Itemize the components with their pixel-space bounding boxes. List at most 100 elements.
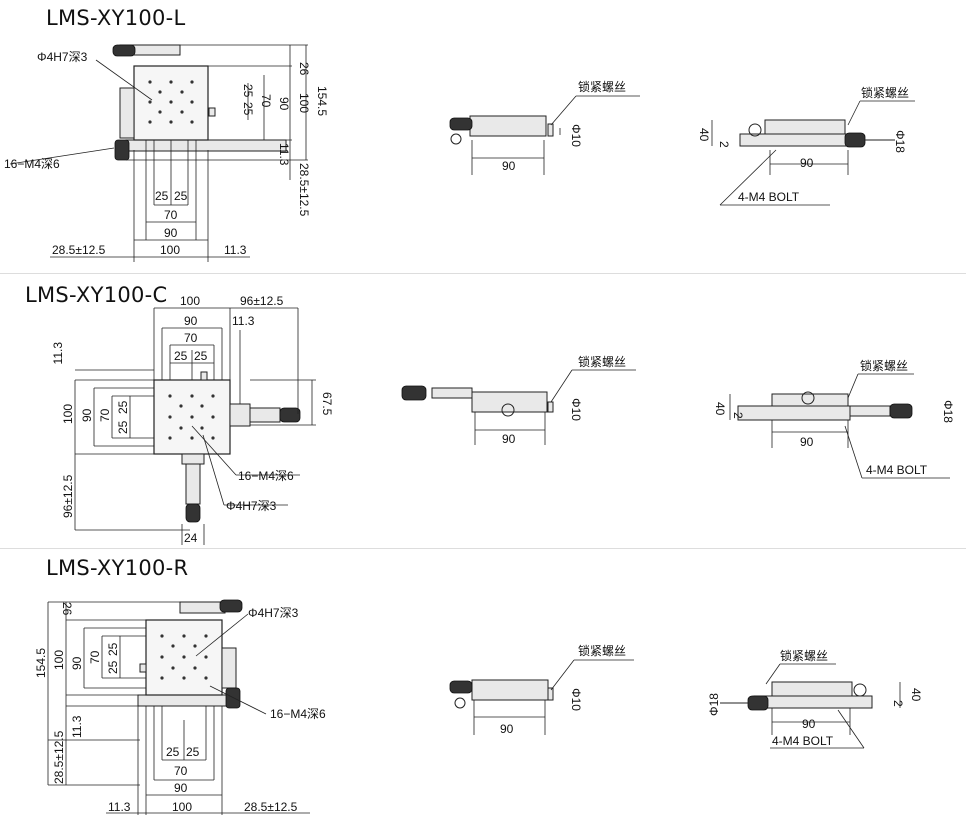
dim-left-25b: 25: [116, 420, 130, 434]
dim-left-90: 90: [80, 408, 94, 422]
micrometer-knob: [279, 407, 301, 423]
section-title-r: LMS-XY100-R: [46, 556, 189, 580]
micrometer-knob: [219, 599, 243, 613]
dim-top-25b: 25: [194, 349, 208, 363]
top-view-r: [47, 599, 310, 815]
front-view-c: [729, 373, 950, 479]
tap-spec-label: 16−M4深6: [238, 469, 294, 483]
micrometer-knob: [112, 44, 136, 57]
tap-spec-label: 16−M4深6: [270, 707, 326, 721]
dim-25a-h: 25: [166, 745, 180, 759]
dim-left-25a: 25: [116, 400, 130, 414]
dim-left-70: 70: [98, 408, 112, 422]
dim-28-5-h: 28.5±12.5: [52, 243, 106, 257]
dim-side-90: 90: [502, 432, 516, 446]
dim-11-3-h: 11.3: [224, 243, 247, 257]
dim-25a: 25: [241, 84, 255, 98]
lock-screw-label: 锁紧螺丝: [578, 354, 626, 369]
hole-spec-label: Φ4H7深3: [37, 50, 88, 64]
section-title-c: LMS-XY100-C: [25, 283, 168, 307]
dim-90-h: 90: [164, 226, 178, 240]
tap-spec-label: 16−M4深6: [4, 157, 60, 171]
dim-left-100: 100: [61, 404, 75, 424]
micrometer-knob: [185, 503, 201, 523]
dim-25b-h: 25: [186, 745, 200, 759]
top-view-c: [74, 307, 316, 545]
dim-left-11-3: 11.3: [51, 342, 65, 365]
dim-right-67-5: 67.5: [320, 392, 334, 416]
dim-phi10: Φ10: [569, 124, 583, 147]
dim-11-3: 11.3: [70, 715, 84, 738]
micrometer-knob: [225, 687, 241, 709]
dim-front-40: 40: [697, 128, 711, 142]
dim-28-5: 28.5±12.5: [52, 730, 66, 784]
section-divider: [0, 548, 966, 549]
dim-90-h: 90: [174, 781, 188, 795]
dim-phi10: Φ10: [569, 398, 583, 421]
dim-front-2: 2: [731, 412, 745, 419]
dim-11-3: 11.3: [277, 143, 291, 166]
bolt-label: 4-M4 BOLT: [738, 190, 800, 204]
dim-25a: 25: [106, 642, 120, 656]
dim-front-40: 40: [713, 402, 727, 416]
dim-top-25a: 25: [174, 349, 188, 363]
dim-front-90: 90: [802, 717, 816, 731]
dim-100-h: 100: [160, 243, 180, 257]
bolt-label: 4-M4 BOLT: [772, 734, 834, 748]
dim-front-2: 2: [717, 141, 731, 148]
dim-front-2: 2: [891, 700, 905, 707]
section-title-l: LMS-XY100-L: [46, 6, 186, 30]
lock-screw-label: 锁紧螺丝: [578, 79, 626, 94]
top-view-l: [9, 44, 308, 262]
dim-side-90: 90: [500, 722, 514, 736]
dim-25b: 25: [241, 102, 255, 116]
dim-side-90: 90: [502, 159, 516, 173]
dim-bottom-24: 24: [184, 531, 198, 545]
dim-11-3-h: 11.3: [108, 800, 131, 814]
dim-top-100: 100: [180, 294, 200, 308]
dim-90: 90: [277, 97, 291, 111]
dim-25b: 25: [106, 660, 120, 674]
section-divider: [0, 273, 966, 274]
lock-screw-label: 锁紧螺丝: [780, 648, 828, 663]
side-view-c: [401, 369, 636, 445]
dim-phi18: Φ18: [941, 400, 955, 423]
micrometer-knob: [114, 139, 130, 161]
dim-28-5: 28.5±12.5: [297, 163, 311, 217]
dim-front-90: 90: [800, 156, 814, 170]
hole-spec-label: Φ4H7深3: [248, 606, 299, 620]
dim-top-90: 90: [184, 314, 198, 328]
dim-25a-h: 25: [155, 189, 169, 203]
dim-26: 26: [60, 602, 74, 616]
dim-phi18: Φ18: [893, 130, 907, 153]
dim-100: 100: [52, 650, 66, 670]
dim-top-70: 70: [184, 331, 198, 345]
lock-screw-label: 锁紧螺丝: [578, 643, 626, 658]
dim-154-5: 154.5: [315, 86, 329, 116]
dim-100-h: 100: [172, 800, 192, 814]
dim-70: 70: [88, 650, 102, 664]
dim-left-96: 96±12.5: [61, 474, 75, 518]
dim-25b-h: 25: [174, 189, 188, 203]
dim-front-90: 90: [800, 435, 814, 449]
dim-26: 26: [297, 62, 311, 76]
dim-28-5-h: 28.5±12.5: [244, 800, 298, 814]
lock-screw-label: 锁紧螺丝: [861, 85, 909, 100]
dim-top-96: 96±12.5: [240, 294, 284, 308]
side-view-r: [449, 659, 634, 735]
dim-phi18: Φ18: [707, 693, 721, 716]
dim-70-h: 70: [174, 764, 188, 778]
dim-front-40: 40: [909, 688, 923, 702]
lock-screw-label: 锁紧螺丝: [860, 358, 908, 373]
front-view-r: [720, 663, 901, 749]
dim-70-h: 70: [164, 208, 178, 222]
dim-90: 90: [70, 656, 84, 670]
dim-top-11-3: 11.3: [232, 314, 255, 328]
dim-154-5: 154.5: [34, 648, 48, 678]
dim-100: 100: [297, 93, 311, 113]
hole-spec-label: Φ4H7深3: [226, 499, 277, 513]
dim-phi10: Φ10: [569, 688, 583, 711]
front-view-l: [711, 100, 915, 206]
dim-70: 70: [259, 94, 273, 108]
